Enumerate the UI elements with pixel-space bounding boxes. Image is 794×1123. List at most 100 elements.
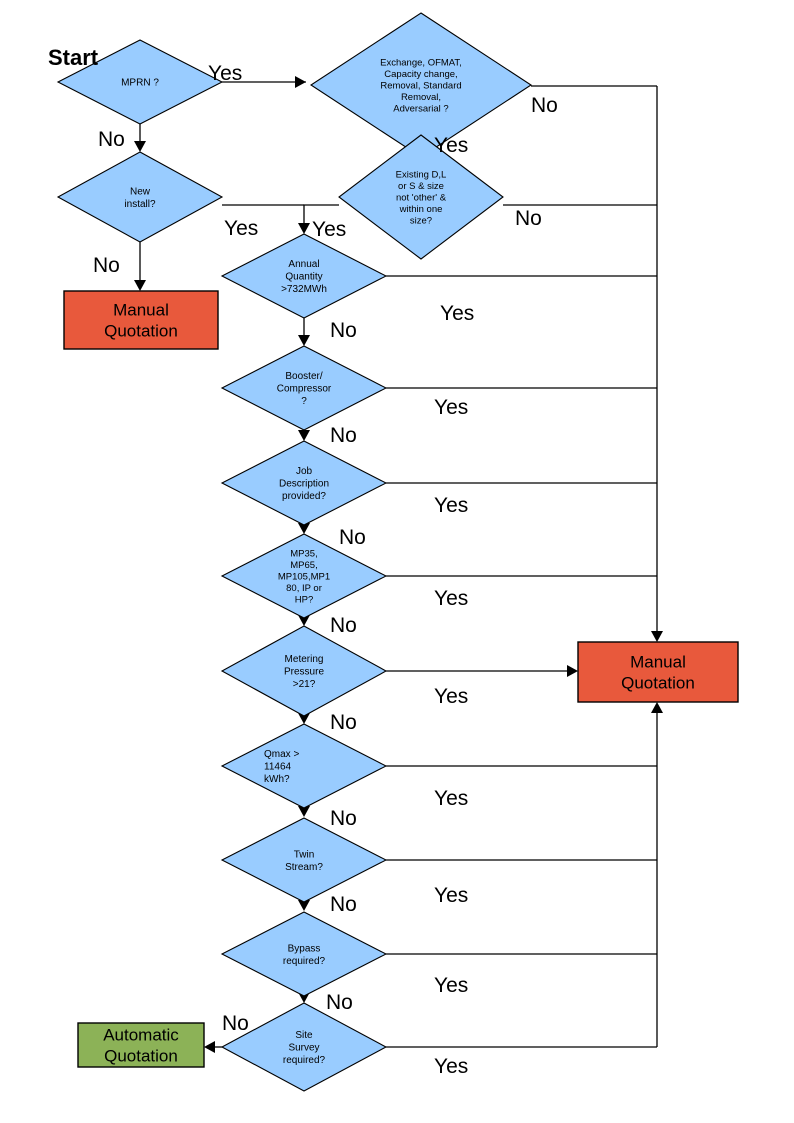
decision-diamond[interactable] <box>220 911 388 997</box>
node-text-line: Annual <box>288 259 319 270</box>
decision-diamond[interactable] <box>220 625 388 717</box>
edge-label-metering-no: No <box>330 711 357 734</box>
edge-label-bypass-no: No <box>326 991 353 1014</box>
edge-label-jobdesc-yes: Yes <box>434 494 468 517</box>
connector-e-existing-yes <box>298 204 339 234</box>
decision-diamond[interactable] <box>338 134 504 260</box>
edge-label-exchange-no: No <box>531 94 558 117</box>
node-text-line: Booster/ <box>285 371 322 382</box>
node-text-line: Pressure <box>284 667 324 678</box>
edge-label-booster-yes: Yes <box>434 396 468 419</box>
edge-label-metering-yes: Yes <box>434 685 468 708</box>
connector-e-qmax-no <box>298 806 310 817</box>
connector-e-twin-no <box>298 900 310 911</box>
node-text-line: kWh? <box>264 774 290 785</box>
node-text-line: Manual <box>113 301 169 320</box>
node-text-line: within one <box>399 204 443 215</box>
edge-label-twin-yes: Yes <box>434 884 468 907</box>
node-text-line: Exchange, OFMAT, <box>380 58 462 69</box>
edge-label-newinstall-no: No <box>93 254 120 277</box>
edge-label-booster-no: No <box>330 424 357 447</box>
manual-quotation-box[interactable] <box>63 290 219 350</box>
arrowhead-icon <box>567 665 578 677</box>
node-text-line: Removal, Standard <box>380 81 461 92</box>
decision-diamond[interactable] <box>220 233 388 319</box>
node-text-line: HP? <box>295 595 313 606</box>
arrowhead-icon <box>298 430 310 441</box>
connector-e-metering-no <box>298 713 310 724</box>
connector-e-trunk-lower <box>651 702 663 1047</box>
arrowhead-icon <box>298 615 310 626</box>
edge-label-sitesurvey-no: No <box>222 1012 249 1035</box>
node-text-line: Automatic <box>103 1026 179 1045</box>
node-text-line: Quotation <box>104 322 178 341</box>
node-text-line: Survey <box>288 1043 319 1054</box>
node-text-line: Job <box>296 466 313 477</box>
connector-e-metering-yes <box>386 665 578 677</box>
decision-diamond[interactable] <box>220 723 388 809</box>
node-text-line: Capacity change, <box>384 69 457 80</box>
connector-e-annual-no <box>298 318 310 346</box>
node-text-line: Qmax > <box>264 749 299 760</box>
decision-diamond[interactable] <box>220 533 388 619</box>
arrowhead-icon <box>204 1041 215 1053</box>
node-text-line: 80, IP or <box>286 583 322 594</box>
edge-label-annual-no: No <box>330 319 357 342</box>
edge-label-mprn-yes: Yes <box>208 62 242 85</box>
edge-label-sitesurvey-yes: Yes <box>434 1055 468 1078</box>
arrowhead-icon <box>298 335 310 346</box>
node-text-line: required? <box>283 956 326 967</box>
decision-diamond[interactable] <box>56 151 224 243</box>
edge-label-bypass-yes: Yes <box>434 974 468 997</box>
connector-e-sitesurvey-no <box>204 1041 222 1053</box>
start-label: Start <box>48 45 99 70</box>
node-text-line: Quotation <box>104 1047 178 1066</box>
decision-diamond[interactable] <box>220 440 388 526</box>
arrowhead-icon <box>651 702 663 713</box>
decision-diamond[interactable] <box>220 1002 388 1092</box>
node-text-line: size? <box>410 216 432 227</box>
node-text-line: Manual <box>630 653 686 672</box>
edge-label-qmax-yes: Yes <box>434 787 468 810</box>
node-text-line: ? <box>301 396 307 407</box>
edge-label-mpclass-no: No <box>330 614 357 637</box>
node-text-line: >21? <box>293 679 316 690</box>
arrowhead-icon <box>295 76 306 88</box>
decision-diamond[interactable] <box>220 817 388 903</box>
node-text-line: Twin <box>294 849 315 860</box>
automatic-quotation-box[interactable] <box>77 1022 205 1068</box>
node-text-line: Quotation <box>621 674 695 693</box>
connector-e-mprn-no <box>134 124 146 152</box>
node-mprn[interactable]: MPRN ? <box>56 39 224 125</box>
node-booster[interactable]: Booster/Compressor? <box>220 345 388 431</box>
node-exchange[interactable]: Exchange, OFMAT,Capacity change,Removal,… <box>309 12 533 158</box>
node-text-line: MPRN ? <box>121 78 159 89</box>
node-text-line: Stream? <box>285 862 323 873</box>
connector-line <box>303 204 339 230</box>
arrowhead-icon <box>298 223 310 234</box>
node-text-line: provided? <box>282 491 326 502</box>
node-text-line: >732MWh <box>281 284 327 295</box>
node-text-line: Removal, <box>401 92 441 103</box>
decision-diamond[interactable] <box>220 345 388 431</box>
node-text-line: Quantity <box>285 272 322 283</box>
node-text-line: install? <box>124 199 156 210</box>
node-text-line: Compressor <box>277 384 332 395</box>
manual-quotation-box[interactable] <box>577 641 739 703</box>
edge-label-existing-yes: Yes <box>312 218 346 241</box>
decision-diamond[interactable] <box>56 39 224 125</box>
